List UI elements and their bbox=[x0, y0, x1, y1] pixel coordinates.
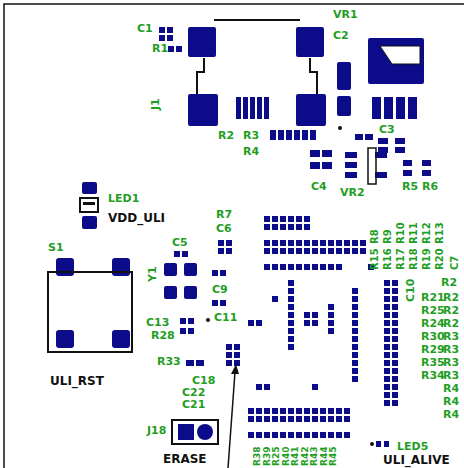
part-label: C4 bbox=[311, 180, 327, 193]
part-label: C9 bbox=[212, 283, 228, 296]
part-label: R19 bbox=[421, 248, 432, 270]
part-label: R6 bbox=[422, 180, 438, 193]
part-label: R25 bbox=[271, 447, 281, 466]
part-label: C18 bbox=[192, 374, 215, 387]
part-label: R40 bbox=[281, 447, 291, 466]
part-label: R3 bbox=[443, 369, 459, 382]
part-label: R3 bbox=[443, 330, 459, 343]
part-label: R39 bbox=[262, 447, 272, 466]
part-label: J1 bbox=[149, 98, 162, 110]
part-label: R3 bbox=[443, 343, 459, 356]
part-label: R29 bbox=[421, 343, 445, 356]
part-label: R4 bbox=[443, 382, 459, 395]
part-label: R28 bbox=[151, 329, 175, 342]
part-label: R11 bbox=[408, 222, 419, 244]
part-label: R24 bbox=[421, 317, 445, 330]
part-label: Y1 bbox=[146, 266, 159, 282]
part-label: J18 bbox=[147, 424, 166, 437]
part-label: C21 bbox=[182, 398, 205, 411]
part-label: R17 bbox=[395, 248, 406, 270]
part-label: C5 bbox=[172, 236, 188, 249]
part-label: R45 bbox=[328, 447, 338, 466]
part-label: C22 bbox=[182, 386, 205, 399]
part-label: R4 bbox=[443, 395, 459, 408]
part-label: R2 bbox=[441, 276, 457, 289]
part-label: R35 bbox=[421, 356, 445, 369]
part-label: R3 bbox=[243, 129, 259, 142]
part-label: C6 bbox=[216, 222, 232, 235]
part-label: R4 bbox=[243, 145, 259, 158]
part-label: R42 bbox=[300, 447, 310, 466]
part-label: LED5 bbox=[397, 440, 428, 453]
part-label: R2 bbox=[443, 304, 459, 317]
part-label: R13 bbox=[434, 222, 445, 244]
part-label: C11 bbox=[214, 311, 237, 324]
part-label: R4 bbox=[443, 408, 459, 421]
part-label: R41 bbox=[290, 447, 300, 466]
part-label: R2 bbox=[218, 129, 234, 142]
part-label: R1 bbox=[152, 42, 168, 55]
part-label: R8 bbox=[369, 229, 380, 244]
part-label: R43 bbox=[309, 447, 319, 466]
signal-label: VDD_ULI bbox=[108, 211, 165, 225]
part-label: R2 bbox=[443, 317, 459, 330]
part-label: VR2 bbox=[340, 186, 365, 199]
part-label: S1 bbox=[48, 241, 64, 254]
part-label: R12 bbox=[421, 222, 432, 244]
part-label: LED1 bbox=[108, 192, 139, 205]
part-label: C2 bbox=[333, 29, 349, 42]
part-label: R20 bbox=[434, 248, 445, 270]
signal-label: ERASE bbox=[163, 452, 207, 466]
part-label: R16 bbox=[382, 248, 393, 270]
part-label: R34 bbox=[421, 369, 445, 382]
part-label: R38 bbox=[252, 447, 262, 466]
part-label: C7 bbox=[449, 256, 460, 270]
part-label: R30 bbox=[421, 330, 445, 343]
part-label: R3 bbox=[443, 356, 459, 369]
signal-label: ULI_RST bbox=[50, 374, 104, 388]
part-label: R25 bbox=[421, 304, 445, 317]
part-label: R44 bbox=[319, 447, 329, 466]
part-label: R5 bbox=[402, 180, 418, 193]
part-label: R10 bbox=[395, 222, 406, 244]
part-label: R9 bbox=[382, 229, 393, 244]
part-label: C3 bbox=[379, 123, 395, 136]
part-label: R7 bbox=[216, 208, 232, 221]
part-label: R21 bbox=[421, 291, 445, 304]
part-label: R2 bbox=[443, 291, 459, 304]
signal-label: ULI_ALIVE bbox=[383, 453, 450, 467]
part-label: R18 bbox=[408, 248, 419, 270]
part-label: VR1 bbox=[333, 8, 358, 21]
part-label: C13 bbox=[146, 316, 169, 329]
part-label: C10 bbox=[404, 279, 417, 302]
part-label: R15 bbox=[369, 248, 380, 270]
part-label: C1 bbox=[137, 22, 153, 35]
part-label: R33 bbox=[157, 355, 181, 368]
